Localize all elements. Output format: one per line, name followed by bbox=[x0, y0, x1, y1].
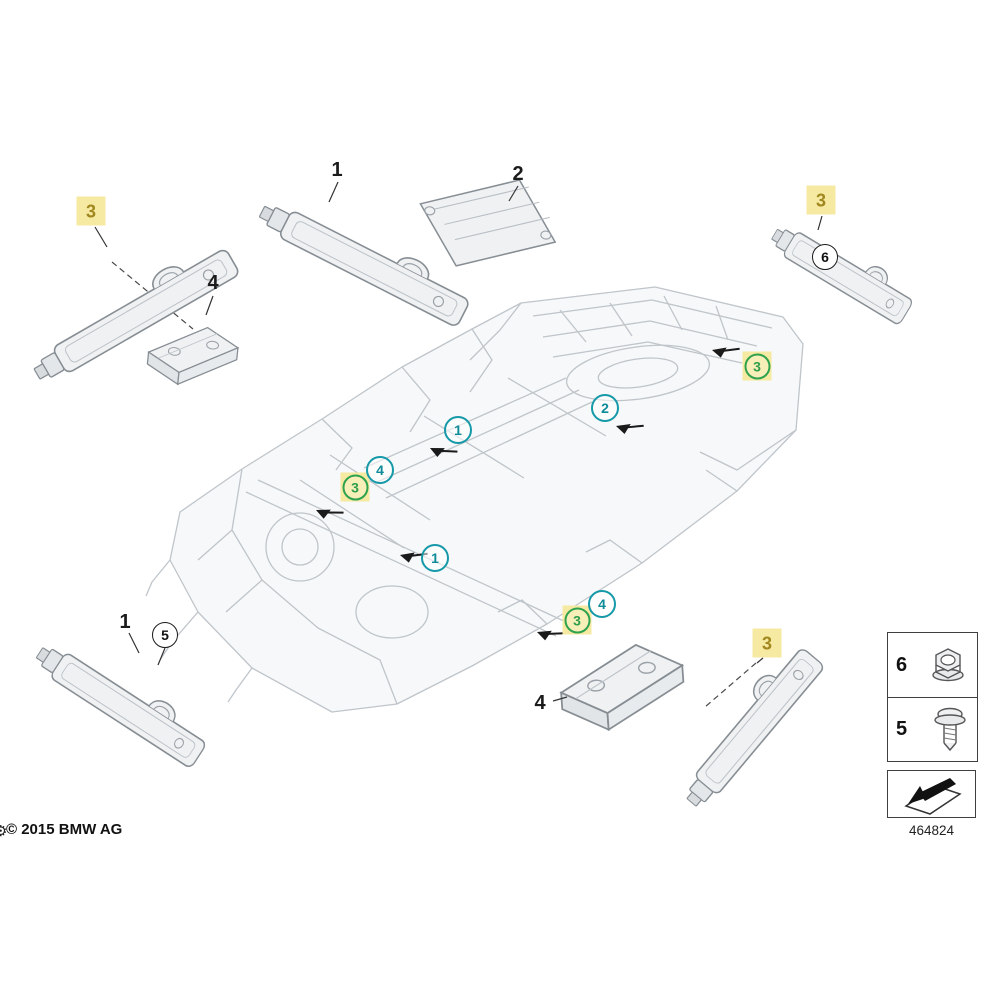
part-antenna-bottom-right[interactable] bbox=[670, 638, 826, 813]
callout-5-screw-ref[interactable]: 5 bbox=[152, 622, 178, 648]
hotspot-1-sill[interactable]: 1 bbox=[421, 544, 449, 572]
callout-2-holder-plate[interactable]: 2 bbox=[512, 163, 524, 185]
hotspot-4-bottom[interactable]: 4 bbox=[588, 590, 616, 618]
hotspot-1-floor[interactable]: 1 bbox=[444, 416, 472, 444]
hex-nut-icon bbox=[932, 648, 964, 682]
legend-number-5: 5 bbox=[896, 718, 908, 740]
legend-item-screw[interactable]: 5 bbox=[888, 697, 977, 761]
callout-4-bracket-bottom[interactable]: 4 bbox=[534, 692, 546, 714]
hotspot-2-floor[interactable]: 2 bbox=[591, 394, 619, 422]
callout-3-top-left[interactable]: 3 bbox=[76, 196, 106, 226]
hotspot-3-mid-left[interactable]: 3 bbox=[340, 472, 370, 502]
callout-1-antenna-top[interactable]: 1 bbox=[331, 159, 343, 181]
hotspot-3-bottom-center-number: 3 bbox=[564, 607, 590, 633]
chassis-drawing bbox=[145, 286, 804, 713]
part-bracket-bottom[interactable] bbox=[557, 640, 688, 734]
callout-6-nut-ref[interactable]: 6 bbox=[812, 244, 838, 270]
callout-4-bracket-left[interactable]: 4 bbox=[207, 272, 219, 294]
gear-icon: ⚙ bbox=[0, 823, 8, 840]
leader-lines bbox=[94, 181, 823, 702]
legend-item-nut[interactable]: 6 bbox=[888, 633, 977, 697]
copyright-text: © 2015 BMW AG bbox=[6, 821, 123, 838]
flange-screw-icon bbox=[934, 707, 966, 751]
wedge-arrow-icon bbox=[903, 778, 962, 815]
hotspot-4-mid-left[interactable]: 4 bbox=[366, 456, 394, 484]
diagram-number: 464824 bbox=[908, 823, 955, 838]
part-antenna-top-right[interactable] bbox=[766, 211, 921, 327]
hotspot-3-mid-left-number: 3 bbox=[342, 474, 368, 500]
callout-3-top-right[interactable]: 3 bbox=[806, 185, 836, 215]
hotspot-3-bottom-center[interactable]: 3 bbox=[562, 605, 592, 635]
legend-number-6: 6 bbox=[896, 653, 908, 676]
part-bracket-left[interactable] bbox=[144, 321, 241, 391]
part-antenna-bottom-left[interactable] bbox=[30, 629, 215, 770]
hotspot-3-rear-right[interactable]: 3 bbox=[742, 351, 772, 381]
part-holder-plate[interactable] bbox=[413, 169, 562, 277]
fasteners-legend: 6 5 bbox=[887, 632, 978, 762]
callout-1-antenna-bottom[interactable]: 1 bbox=[119, 611, 131, 633]
hotspot-3-rear-right-number: 3 bbox=[744, 353, 770, 379]
info-drawing-box[interactable] bbox=[887, 770, 976, 818]
callout-3-bottom-right[interactable]: 3 bbox=[752, 628, 782, 658]
